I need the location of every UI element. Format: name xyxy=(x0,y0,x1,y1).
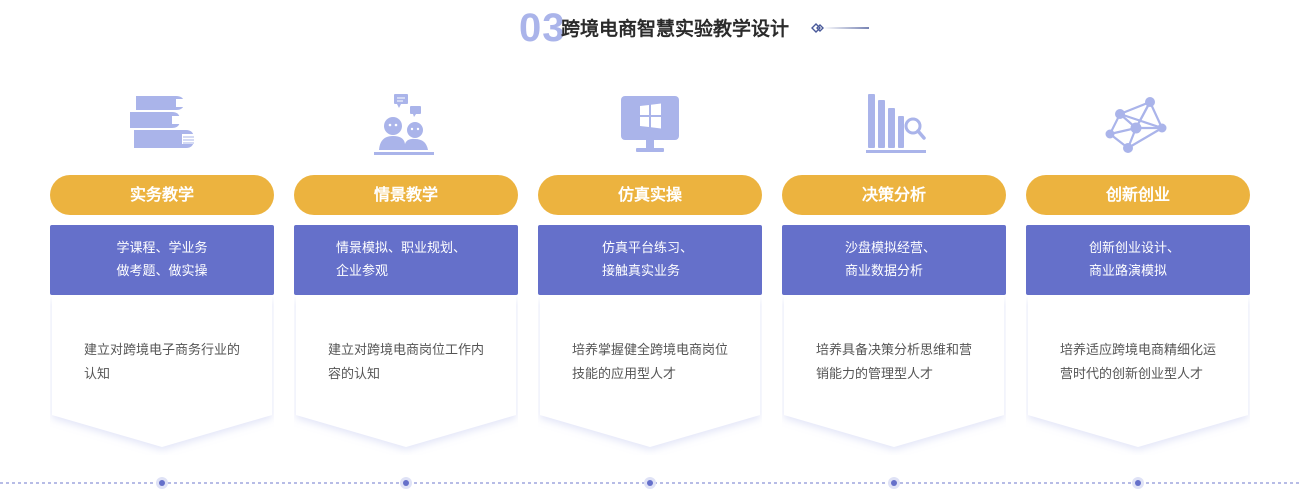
section-title: 跨境电商智慧实验教学设计 xyxy=(561,18,790,40)
people-chat-icon xyxy=(374,94,434,155)
timeline-dot xyxy=(400,477,412,489)
description-card: 培养具备决策分析思维和营销能力的管理型人才 xyxy=(782,297,1006,455)
skills-box: 沙盘模拟经营、 商业数据分析 xyxy=(782,225,1006,295)
column-innovation: 创新创业 创新创业设计、 商业路演模拟 培养适应跨境电商精细化运营时代的创新创业… xyxy=(1026,92,1250,462)
description-text: 培养适应跨境电商精细化运营时代的创新创业型人才 xyxy=(1060,343,1217,382)
column-title: 决策分析 xyxy=(782,175,1006,215)
section-number: 03 xyxy=(519,6,566,50)
card-shape xyxy=(52,297,272,447)
timeline-dot xyxy=(888,477,900,489)
description-text: 培养掌握健全跨境电商岗位技能的应用型人才 xyxy=(572,343,729,382)
column-title: 仿真实操 xyxy=(538,175,762,215)
network-nodes-icon xyxy=(1105,97,1167,153)
skill-line: 企业参观 xyxy=(336,264,389,279)
card-shape xyxy=(784,297,1004,447)
description-text: 建立对跨境电子商务行业的认知 xyxy=(84,343,241,382)
skill-line: 学课程、学业务 xyxy=(116,241,208,256)
column-title: 实务教学 xyxy=(50,175,274,215)
column-decision: 决策分析 沙盘模拟经营、 商业数据分析 培养具备决策分析思维和营销能力的管理型人… xyxy=(782,92,1006,462)
bar-chart-search-icon xyxy=(866,94,926,153)
skill-line: 商业数据分析 xyxy=(845,264,924,279)
skill-line: 做考题、做实操 xyxy=(116,264,208,279)
skill-line: 仿真平台练习、 xyxy=(602,241,694,256)
skills-box: 创新创业设计、 商业路演模拟 xyxy=(1026,225,1250,295)
timeline xyxy=(0,477,1300,489)
description-card: 建立对跨境电子商务行业的认知 xyxy=(50,297,274,455)
column-title: 情景教学 xyxy=(294,175,518,215)
title-decoration-icon xyxy=(811,23,869,33)
skills-box: 仿真平台练习、 接触真实业务 xyxy=(538,225,762,295)
description-card: 培养适应跨境电商精细化运营时代的创新创业型人才 xyxy=(1026,297,1250,455)
description-text: 建立对跨境电商岗位工作内容的认知 xyxy=(328,343,485,382)
books-icon xyxy=(130,96,194,148)
skill-line: 情景模拟、职业规划、 xyxy=(336,241,467,256)
timeline-dot xyxy=(156,477,168,489)
column-title: 创新创业 xyxy=(1026,175,1250,215)
card-shape xyxy=(540,297,760,447)
card-shape xyxy=(1028,297,1248,447)
column-scenario: 情景教学 情景模拟、职业规划、 企业参观 建立对跨境电商岗位工作内容的认知 xyxy=(294,92,518,462)
skill-line: 创新创业设计、 xyxy=(1089,241,1181,256)
skill-line: 商业路演模拟 xyxy=(1089,264,1168,279)
skills-box: 情景模拟、职业规划、 企业参观 xyxy=(294,225,518,295)
description-text: 培养具备决策分析思维和营销能力的管理型人才 xyxy=(816,343,973,382)
section-header: 03 跨境电商智慧实验教学设计 xyxy=(0,6,1300,50)
timeline-dot xyxy=(1132,477,1144,489)
monitor-windows-icon xyxy=(621,96,679,152)
description-card: 建立对跨境电商岗位工作内容的认知 xyxy=(294,297,518,455)
skill-line: 接触真实业务 xyxy=(602,264,681,279)
column-practice: 实务教学 学课程、学业务 做考题、做实操 建立对跨境电子商务行业的认知 xyxy=(50,92,274,462)
description-card: 培养掌握健全跨境电商岗位技能的应用型人才 xyxy=(538,297,762,455)
card-shape xyxy=(296,297,516,447)
skill-line: 沙盘模拟经营、 xyxy=(845,241,937,256)
column-simulation: 仿真实操 仿真平台练习、 接触真实业务 培养掌握健全跨境电商岗位技能的应用型人才 xyxy=(538,92,762,462)
skills-box: 学课程、学业务 做考题、做实操 xyxy=(50,225,274,295)
timeline-dot xyxy=(644,477,656,489)
